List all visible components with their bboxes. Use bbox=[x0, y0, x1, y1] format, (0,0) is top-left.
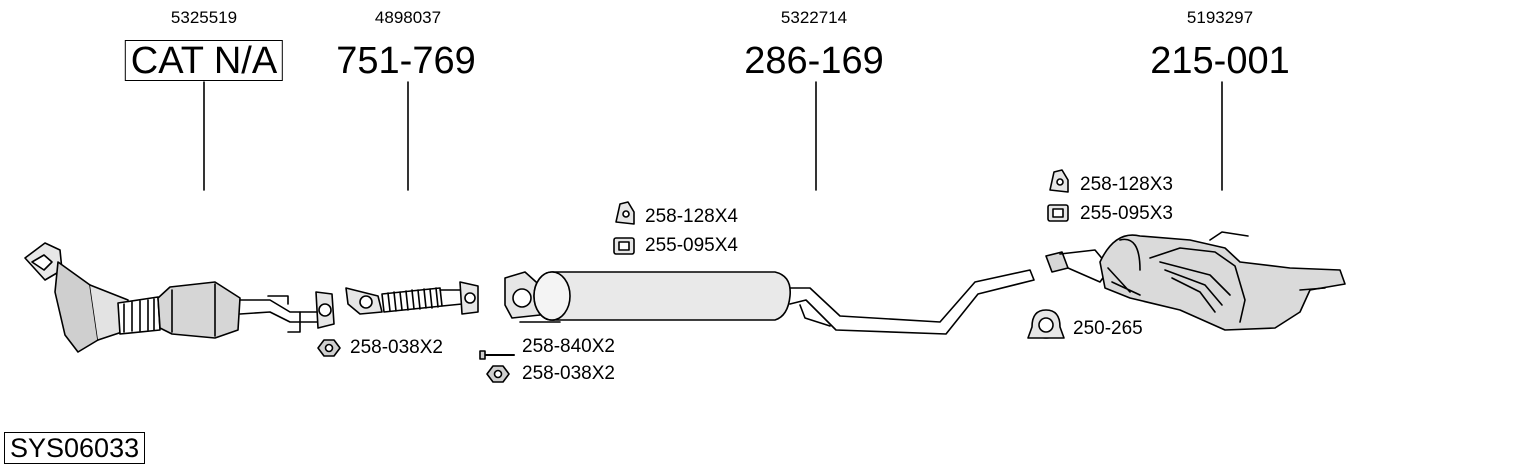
part-number-rear-silencer[interactable]: 215-001 bbox=[1150, 40, 1290, 82]
accessory-label-hanger-2[interactable]: 258-128X3 bbox=[1080, 174, 1173, 195]
rubber-hanger-icon-2 bbox=[1049, 169, 1069, 193]
accessory-label-mount-2[interactable]: 255-095X3 bbox=[1080, 203, 1173, 224]
rear-silencer-drawing bbox=[1045, 231, 1346, 331]
part-number-front-pipe[interactable]: 751-769 bbox=[336, 40, 476, 82]
accessory-label-nut-1[interactable]: 258-038X2 bbox=[350, 337, 443, 358]
oem-number-rear-silencer: 5193297 bbox=[1186, 8, 1254, 27]
accessory-label-hanger-1[interactable]: 258-128X4 bbox=[645, 206, 738, 227]
front-pipe-drawing bbox=[345, 281, 479, 315]
accessory-label-nut-2[interactable]: 258-038X2 bbox=[522, 363, 615, 384]
nut-icon-2 bbox=[486, 365, 510, 383]
accessory-label-clamp[interactable]: 250-265 bbox=[1073, 318, 1143, 339]
catalytic-converter-drawing bbox=[24, 242, 335, 353]
pipe-clamp-icon bbox=[1027, 309, 1065, 339]
part-number-cat[interactable]: CAT N/A bbox=[124, 40, 284, 81]
rubber-hanger-icon-1 bbox=[615, 201, 635, 225]
part-number-middle-silencer[interactable]: 286-169 bbox=[744, 40, 884, 82]
accessory-label-bolt[interactable]: 258-840X2 bbox=[522, 336, 615, 357]
oem-number-middle-silencer: 5322714 bbox=[780, 8, 848, 27]
rubber-mount-icon-2 bbox=[1047, 204, 1069, 222]
middle-silencer-drawing bbox=[504, 269, 1035, 335]
nut-icon-1 bbox=[317, 339, 341, 357]
system-code: SYS06033 bbox=[4, 432, 146, 465]
bolt-icon bbox=[479, 350, 515, 360]
accessory-label-mount-1[interactable]: 255-095X4 bbox=[645, 235, 738, 256]
oem-number-cat: 5325519 bbox=[170, 8, 238, 27]
oem-number-front-pipe: 4898037 bbox=[374, 8, 442, 27]
rubber-mount-icon-1 bbox=[613, 237, 635, 255]
